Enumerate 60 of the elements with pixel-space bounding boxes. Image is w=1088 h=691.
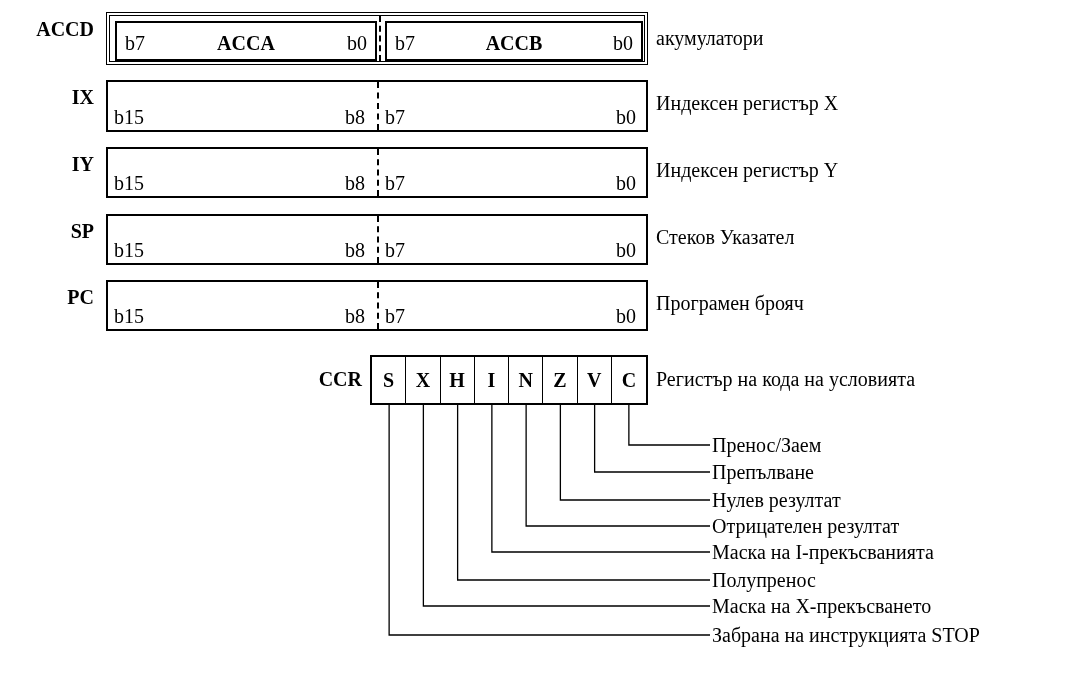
register-name: ACCA bbox=[217, 32, 275, 54]
leader-line bbox=[457, 404, 711, 581]
flag-bit-cell: H bbox=[440, 357, 475, 403]
flag-description: Забрана на инструкцията STOP bbox=[712, 624, 980, 646]
register-name: IY bbox=[71, 153, 94, 175]
register-description: Стеков Указател bbox=[656, 226, 795, 248]
flag-description: Полупренос bbox=[712, 569, 816, 591]
bit-label: b7 bbox=[385, 106, 405, 128]
bit-label: b0 bbox=[616, 305, 636, 327]
bit-label: b15 bbox=[114, 239, 144, 261]
flag-bit-cell: C bbox=[611, 357, 646, 403]
bit-label: b8 bbox=[345, 305, 365, 327]
flag-description: Пренос/Заем bbox=[712, 434, 822, 456]
bit-label: b7 bbox=[385, 172, 405, 194]
bit-label: b8 bbox=[345, 106, 365, 128]
bit-label: b0 bbox=[613, 32, 633, 54]
register-half-box bbox=[385, 21, 643, 61]
bit-label: b0 bbox=[347, 32, 367, 54]
flag-description: Препълване bbox=[712, 461, 814, 483]
leader-line bbox=[491, 404, 711, 553]
register-description: Индексен регистър Y bbox=[656, 159, 839, 181]
leader-line bbox=[628, 404, 711, 446]
bit-label: b0 bbox=[616, 106, 636, 128]
flag-bit-cell: S bbox=[372, 357, 407, 403]
flag-description: Маска на I-прекъсванията bbox=[712, 541, 934, 563]
bit-label: b7 bbox=[125, 32, 145, 54]
register-description: Регистър на кода на условията bbox=[656, 368, 915, 390]
register-half-box bbox=[115, 21, 377, 61]
leader-line bbox=[525, 404, 711, 527]
bit-label: b15 bbox=[114, 172, 144, 194]
flag-description: Маска на X-прекъсването bbox=[712, 595, 932, 617]
bit-label: b0 bbox=[616, 172, 636, 194]
register-name: ACCD bbox=[36, 18, 94, 40]
register-description: акумулатори bbox=[656, 27, 764, 49]
bit-label: b15 bbox=[114, 106, 144, 128]
leader-line bbox=[594, 404, 711, 473]
leader-line bbox=[422, 404, 711, 607]
flag-description: Нулев резултат bbox=[712, 489, 841, 511]
register-name: SP bbox=[70, 220, 94, 242]
bit-label: b7 bbox=[395, 32, 415, 54]
flag-description: Отрицателен резултат bbox=[712, 515, 900, 537]
bit-label: b7 bbox=[385, 239, 405, 261]
bit-label: b15 bbox=[114, 305, 144, 327]
flag-bit-cell: V bbox=[577, 357, 612, 403]
register-description: Индексен регистър X bbox=[656, 92, 839, 114]
leader-line bbox=[559, 404, 711, 501]
leader-line bbox=[388, 404, 711, 636]
flag-bit-cell: I bbox=[474, 357, 509, 403]
bit-label: b8 bbox=[345, 172, 365, 194]
register-name: PC bbox=[67, 286, 94, 308]
bit-label: b7 bbox=[385, 305, 405, 327]
register-name: IX bbox=[71, 86, 94, 108]
register-name: ACCB bbox=[485, 32, 543, 54]
flag-bit-cell: N bbox=[509, 357, 544, 403]
bit-label: b8 bbox=[345, 239, 365, 261]
bit-label: b0 bbox=[616, 239, 636, 261]
register-description: Програмен брояч bbox=[656, 292, 804, 314]
flag-bit-cell: X bbox=[406, 357, 441, 403]
flag-bit-cell: Z bbox=[543, 357, 578, 403]
register-name: CCR bbox=[318, 368, 362, 390]
